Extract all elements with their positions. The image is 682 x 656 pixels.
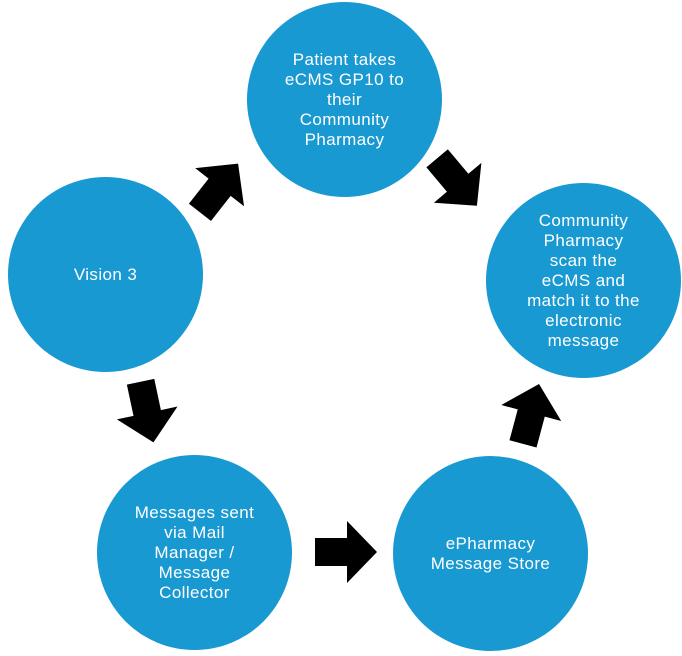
node-messages-sent-mail-manager: Messages sent via Mail Manager / Message… <box>97 455 292 650</box>
node-epharmacy-message-store: ePharmacy Message Store <box>393 456 588 651</box>
arrow-icon-vision3-to-patient <box>175 144 262 231</box>
arrow-icon-vision3-to-mail-manager <box>110 375 184 449</box>
arrow-icon-message-store-to-community-pharmacy <box>493 376 569 452</box>
node-label: ePharmacy Message Store <box>430 533 551 573</box>
node-community-pharmacy-scan: Community Pharmacy scan the eCMS and mat… <box>486 183 681 378</box>
node-label: Community Pharmacy scan the eCMS and mat… <box>527 210 640 350</box>
node-label: Patient takes eCMS GP10 to their Communi… <box>284 49 405 149</box>
arrow-icon-mail-manager-to-message-store <box>315 521 377 583</box>
node-patient-takes-gp10: Patient takes eCMS GP10 to their Communi… <box>247 2 442 197</box>
node-label: Vision 3 <box>73 264 138 284</box>
arrow-icon-patient-to-community-pharmacy <box>413 138 500 225</box>
node-vision-3: Vision 3 <box>8 177 203 372</box>
node-label: Messages sent via Mail Manager / Message… <box>134 502 255 602</box>
